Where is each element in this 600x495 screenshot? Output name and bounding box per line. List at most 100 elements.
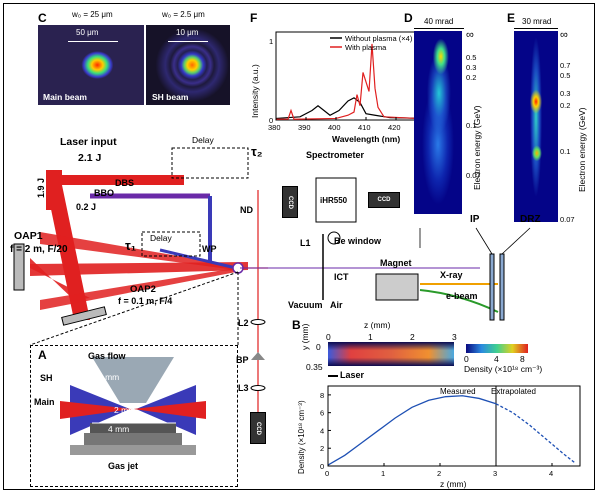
panel-c-label: C — [38, 11, 47, 25]
lens-l2-shape — [250, 319, 266, 325]
main-cone-right — [133, 401, 206, 419]
gas-flow-label: Gas flow — [88, 351, 126, 361]
oap1-name: OAP1 — [14, 230, 43, 242]
main-beam-image — [38, 25, 144, 105]
density-ytick-label: 6 — [320, 409, 324, 418]
energy-tick-label: 0.07 — [560, 215, 575, 224]
jet-nozzle — [90, 423, 176, 433]
density-ytick-label: 0 — [320, 462, 324, 471]
oap2-spec: f = 0.1 m, F/4 — [118, 296, 173, 306]
spectrum-ylabel: Intensity (a.u.) — [250, 64, 260, 118]
density-ytick-label: 4 — [320, 426, 324, 435]
a-main-label: Main — [34, 397, 55, 407]
w0-sh: w₀ = 2.5 μm — [162, 10, 205, 19]
panel-d-label: D — [404, 11, 413, 25]
cbar-tick-8: 8 — [520, 354, 525, 364]
wp-label: WP — [202, 244, 217, 254]
spectrum-xtick-label: 410 — [358, 123, 371, 132]
spectrum-ytick-label: 0 — [269, 116, 273, 125]
ip-label: IP — [470, 214, 480, 225]
delay-box-bottom — [141, 231, 201, 257]
energy-tick-label: 0.2 — [466, 73, 477, 82]
density-extrapolated-curve — [495, 403, 575, 463]
scale-main-label: 50 μm — [76, 28, 99, 37]
density-xtick-label: 1 — [381, 469, 385, 478]
a-sh-label: SH — [40, 373, 53, 383]
laser-arrow — [328, 375, 338, 377]
measured-label: Measured — [440, 387, 476, 396]
energy-tick-label: 0.7 — [560, 61, 571, 70]
legend-a-text: Without plasma (×4) — [345, 34, 413, 43]
bp-label: BP — [236, 355, 249, 365]
main-beam-to-target — [30, 262, 248, 276]
xray-label: X-ray — [440, 270, 463, 280]
drz-plate — [499, 253, 505, 321]
panel-f-label: F — [250, 11, 258, 25]
laser-horizontal-beam — [46, 175, 184, 185]
spectrum-xtick-label: 400 — [328, 123, 341, 132]
panel-a-label: A — [38, 348, 47, 362]
density-axes — [327, 385, 581, 467]
density-xtick-label: 3 — [493, 469, 497, 478]
b-zt-2: 2 — [410, 332, 415, 342]
vacuum-label: Vacuum — [288, 300, 323, 310]
density-xtick-label: 0 — [325, 469, 329, 478]
jet-base — [70, 445, 196, 455]
spectrum-ytick-label: 1 — [269, 37, 273, 46]
b-y0: 0 — [316, 342, 321, 352]
energy-tick-label: 0.5 — [560, 71, 571, 80]
b-zt-1: 1 — [368, 332, 373, 342]
focusing-beam-upper — [40, 232, 236, 270]
ihr-label: iHR550 — [320, 196, 348, 205]
energy-tick-label: ∞ — [560, 29, 568, 41]
a-4mm: 4 mm — [108, 424, 130, 434]
main-cone-left — [60, 401, 133, 419]
ip-plate — [489, 253, 495, 321]
extrapolated-label: Extrapolated — [491, 387, 536, 396]
energy-tick-label: 0.2 — [560, 101, 571, 110]
drz-leader — [501, 227, 531, 255]
tau1-label: τ₁ — [125, 238, 137, 253]
density-xlabel: z (mm) — [440, 479, 467, 489]
cbar-label: Density (×10¹⁸ cm⁻³) — [464, 364, 543, 374]
dbs-label: DBS — [115, 178, 135, 188]
bandpass-filter — [251, 352, 265, 360]
ccd-top: CCD — [282, 186, 298, 218]
nd-label: ND — [240, 205, 253, 215]
ebeam-label: e-beam — [446, 291, 478, 301]
panel-b-label: B — [292, 318, 301, 332]
b-y1: 0.35 — [306, 362, 323, 372]
sh-beam-to-target — [159, 248, 237, 270]
density-measured-curve — [327, 395, 497, 466]
laser-energy: 2.1 J — [78, 152, 102, 164]
spectrum-xtick-label: 380 — [268, 123, 281, 132]
density-xtick-label: 4 — [549, 469, 553, 478]
density-ytick-label: 8 — [320, 391, 324, 400]
tau2-label: τ₂ — [251, 144, 263, 159]
l2-label: L2 — [238, 318, 249, 328]
delay-box-top — [171, 147, 249, 179]
ict-label: ICT — [334, 272, 349, 282]
focusing-beam-lower — [40, 268, 236, 310]
density-xtick-label: 2 — [437, 469, 441, 478]
b-zt-0: 0 — [326, 332, 331, 342]
gas-jet-label: Gas jet — [108, 461, 139, 471]
energy-02: 0.2 J — [76, 202, 97, 212]
spectrum-xlabel: Wavelength (nm) — [332, 134, 400, 144]
cbar-tick-0: 0 — [464, 354, 469, 364]
oap2-name: OAP2 — [130, 284, 156, 295]
main-beam-label: Main beam — [43, 92, 87, 102]
sh-beam-image — [146, 25, 230, 105]
spectrometer-label: Spectrometer — [306, 150, 365, 160]
b-zt-3: 3 — [452, 332, 457, 342]
energy-tick-label: 0.5 — [466, 53, 477, 62]
spectrometer-port — [327, 231, 341, 245]
e-scale-bar — [514, 28, 558, 29]
oap1-spec: f = 2 m, F/20 — [10, 244, 68, 255]
w0-main: w₀ = 25 μm — [72, 10, 113, 19]
jet-body — [84, 433, 182, 445]
delay-top-label: Delay — [192, 135, 214, 145]
